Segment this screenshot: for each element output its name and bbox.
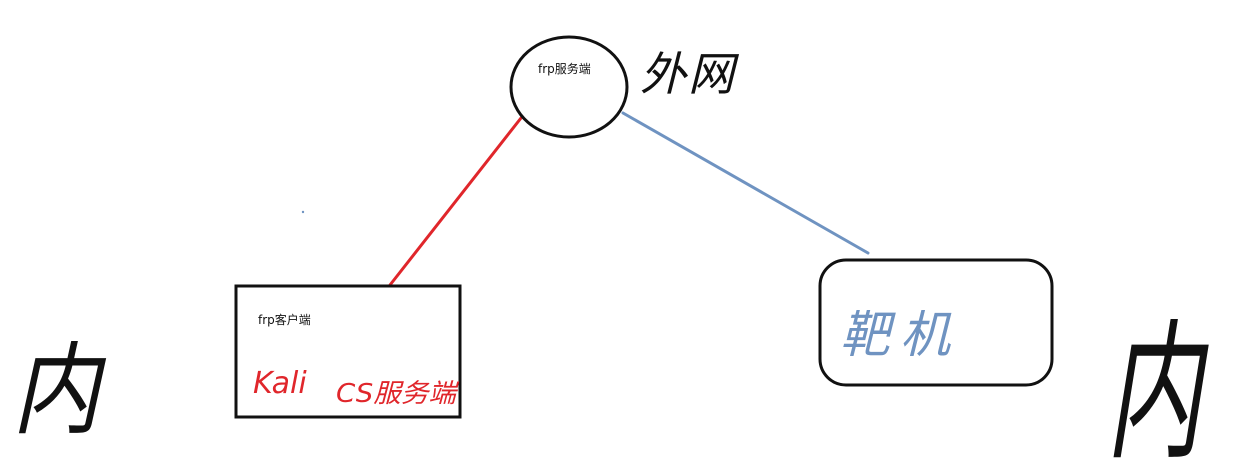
external-network-label: 外网 (640, 47, 740, 101)
stray-dot (301, 210, 305, 214)
frp-server-node (509, 35, 629, 139)
client-server-link (388, 116, 523, 287)
internal-network-label-right: 内 (1106, 307, 1209, 474)
frp-client-label: frp客户端 (258, 312, 311, 327)
cs-server-label: CS服务端 (336, 379, 460, 409)
internal-network-label-left: 内 (12, 332, 107, 449)
server-target-link (621, 111, 870, 255)
frp-client-box (234, 284, 462, 419)
target-machine-label: 靶机 (840, 306, 960, 364)
frp-server-label: frp服务端 (538, 61, 591, 76)
target-machine-box (818, 258, 1054, 387)
kali-label: Kali (253, 366, 307, 401)
